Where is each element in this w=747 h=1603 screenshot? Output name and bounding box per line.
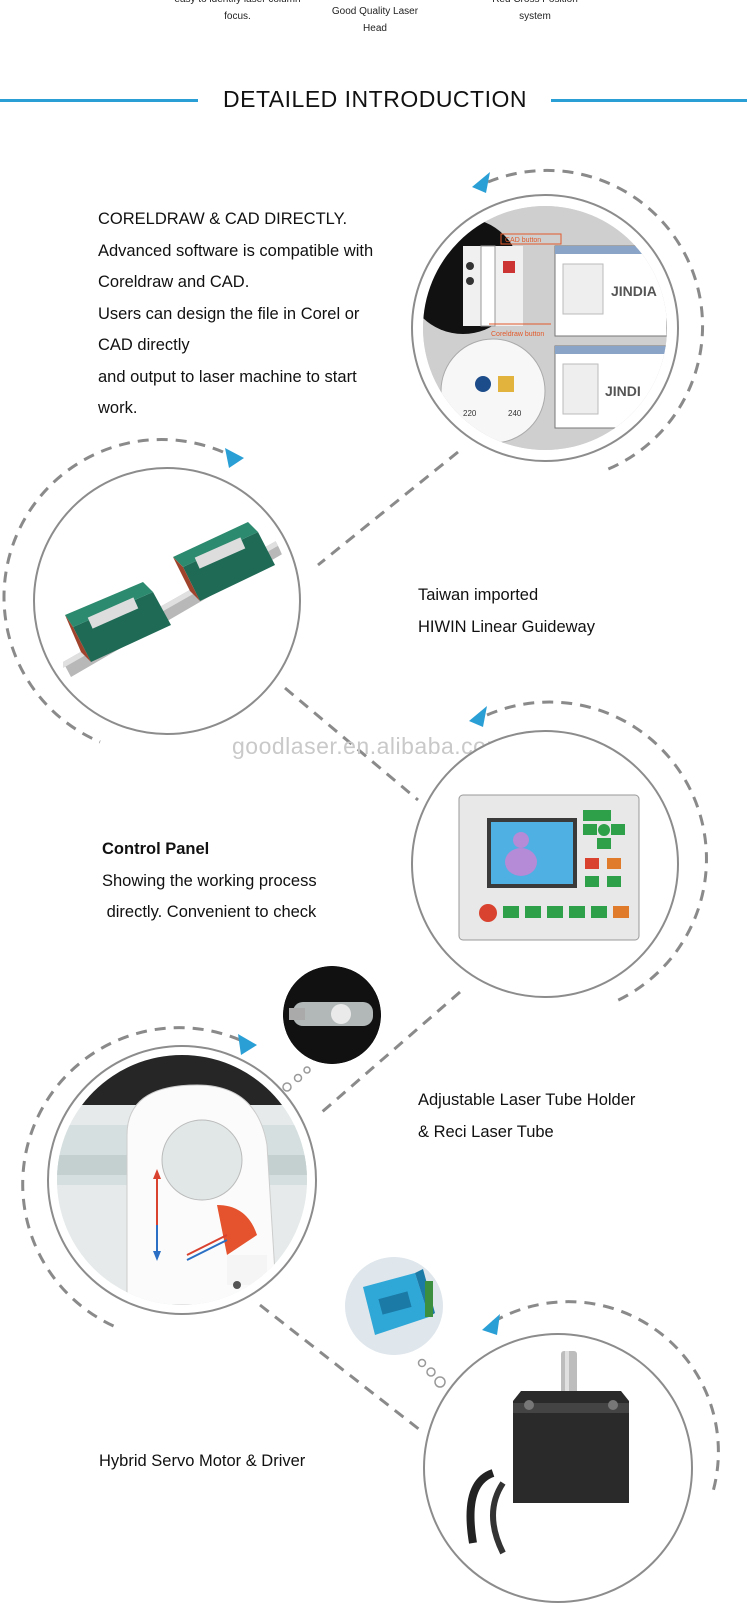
tube-holder-description: Adjustable Laser Tube Holder & Reci Lase… bbox=[418, 1085, 635, 1148]
svg-text:JINDI: JINDI bbox=[605, 383, 641, 399]
guideway-line: HIWIN Linear Guideway bbox=[418, 617, 595, 636]
servo-driver-image bbox=[345, 1257, 443, 1355]
guideway-image-circle bbox=[33, 467, 301, 735]
section-rule-right bbox=[551, 99, 747, 102]
caption-red-cross: Red Cross Position system bbox=[492, 0, 578, 22]
decorative-dashed-arcs bbox=[2, 168, 720, 1495]
servo-motor-image-circle bbox=[423, 1333, 693, 1603]
software-description: CORELDRAW & CAD DIRECTLY. Advanced softw… bbox=[98, 204, 373, 425]
software-image-circle: CAD button JINDIA Coreldraw button 220 2… bbox=[411, 194, 679, 462]
control-panel-image-circle bbox=[411, 730, 679, 998]
section-title: DETAILED INTRODUCTION bbox=[223, 86, 527, 112]
tube-holder-image-circle bbox=[47, 1045, 317, 1315]
control-panel-title: Control Panel bbox=[102, 840, 210, 858]
tube-holder-image bbox=[57, 1055, 307, 1305]
tube-holder-line: & Reci Laser Tube bbox=[418, 1122, 554, 1141]
control-panel-description: Control Panel Showing the working proces… bbox=[102, 834, 317, 929]
software-line: Users can design the file in Corel or bbox=[98, 304, 360, 323]
servo-motor-image bbox=[433, 1343, 683, 1593]
software-line: work. bbox=[98, 399, 138, 417]
servo-description: Hybrid Servo Motor & Driver bbox=[99, 1446, 305, 1478]
tube-holder-line: Adjustable Laser Tube Holder bbox=[418, 1091, 636, 1109]
laser-tube-detail-image bbox=[283, 966, 381, 1064]
software-screenshot-image: CAD button JINDIA Coreldraw button 220 2… bbox=[423, 206, 667, 450]
software-line: and output to laser machine to start bbox=[98, 367, 357, 386]
svg-text:JINDIA: JINDIA bbox=[611, 283, 657, 299]
guideway-description: Taiwan imported HIWIN Linear Guideway bbox=[418, 580, 595, 643]
svg-text:220: 220 bbox=[463, 409, 477, 418]
control-panel-line: directly. Convenient to check bbox=[102, 903, 317, 921]
svg-text:240: 240 bbox=[508, 409, 522, 418]
software-line: CAD directly bbox=[98, 336, 190, 354]
software-line: CORELDRAW & CAD DIRECTLY. bbox=[98, 210, 348, 228]
caption-laser-focus: easy to identify laser column focus. bbox=[174, 0, 300, 22]
control-panel-image bbox=[421, 740, 669, 988]
watermark: goodlaser.en.alibaba.com bbox=[232, 733, 507, 759]
linear-guideway-image bbox=[43, 477, 291, 725]
guideway-line: Taiwan imported bbox=[418, 586, 539, 604]
servo-line: Hybrid Servo Motor & Driver bbox=[99, 1452, 306, 1470]
svg-text:CAD button: CAD button bbox=[505, 237, 541, 244]
software-line: Advanced software is compatible with bbox=[98, 241, 374, 260]
software-line: Coreldraw and CAD. bbox=[98, 273, 250, 291]
control-panel-line: Showing the working process bbox=[102, 871, 317, 890]
section-rule-left bbox=[0, 99, 198, 102]
caption-laser-head: Good Quality Laser Head bbox=[331, 6, 419, 34]
svg-text:Coreldraw button: Coreldraw button bbox=[491, 331, 544, 338]
